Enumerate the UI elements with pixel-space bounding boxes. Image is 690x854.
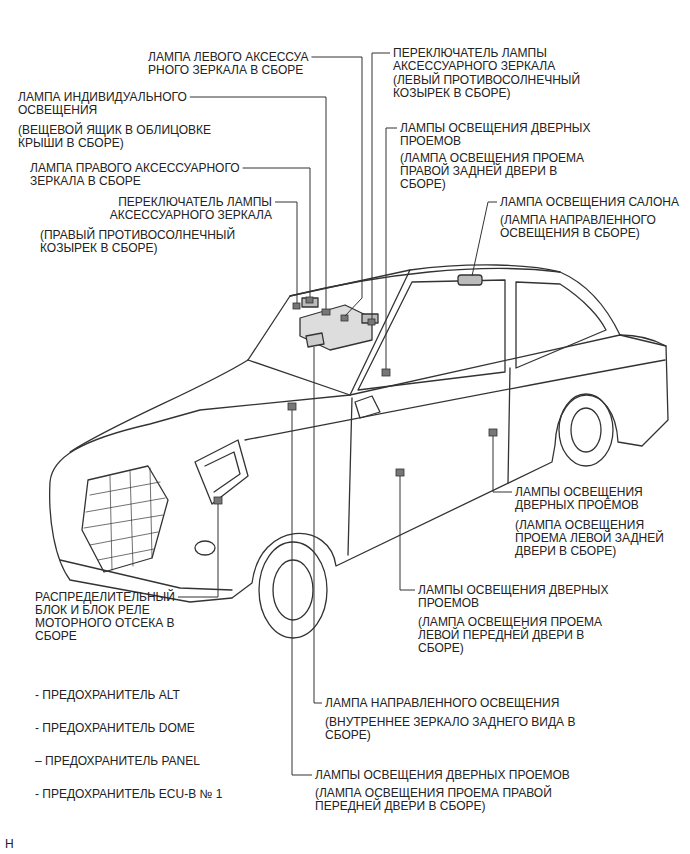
headlight-inner (205, 452, 240, 492)
label-box: ПЕРЕКЛЮЧАТЕЛЬ ЛАМПЫ АКСЕССУАРНОГО ЗЕРКАЛ… (40, 196, 272, 222)
character-line (245, 360, 665, 440)
part-label: (ВЕЩЕВОЙ ЯЩИК В ОБЛИЦОВКЕ КРЫШИ В СБОРЕ) (18, 124, 248, 150)
label-box: – ПРЕДОХРАНИТЕЛЬ PANEL (35, 755, 295, 768)
part-label: (ЛЕВЫЙ ПРОТИВОСОЛНЕЧНЫЙ КОЗЫРЕК В СБОРЕ) (393, 74, 608, 100)
leader-line (243, 168, 310, 297)
part-label: ПЕРЕКЛЮЧАТЕЛЬ ЛАМПЫ АКСЕССУАРНОГО ЗЕРКАЛ… (40, 196, 272, 222)
grille (82, 466, 168, 572)
part-label: ЛАМПА ЛЕВОГО АКСЕССУА РНОГО ЗЕРКАЛА В СБ… (148, 51, 348, 77)
label-box: (ЛАМПА НАПРАВЛЕННОГО ОСВЕЩЕНИЯ В СБОРЕ) (500, 214, 686, 240)
lamp-mark (396, 469, 404, 476)
label-box: ПЕРЕКЛЮЧАТЕЛЬ ЛАМПЫ АКСЕССУАРНОГО ЗЕРКАЛ… (393, 47, 593, 73)
label-box: ЛАМПА ИНДИВИДУАЛЬНОГО ОСВЕЩЕНИЯ (18, 91, 223, 117)
part-label: ЛАМПЫ ОСВЕЩЕНИЯ ДВЕРНЫХ ПРОЕМОВ (400, 122, 600, 148)
label-box: (ВЕЩЕВОЙ ЯЩИК В ОБЛИЦОВКЕ КРЫШИ В СБОРЕ) (18, 124, 248, 150)
part-label: ПЕРЕКЛЮЧАТЕЛЬ ЛАМПЫ АКСЕССУАРНОГО ЗЕРКАЛ… (393, 47, 593, 73)
lamp-mark (306, 297, 313, 303)
lamp-mark (322, 309, 330, 315)
part-label: РАСПРЕДЕЛИТЕЛЬНЫЙ БЛОК И БЛОК РЕЛЕ МОТОР… (35, 591, 205, 643)
label-box: (ЛАМПА ОСВЕЩЕНИЯ ПРОЕМА ЛЕВОЙ ПЕРЕДНЕЙ Д… (418, 616, 633, 655)
rear-wheel (559, 394, 613, 466)
leader-line (292, 410, 312, 775)
label-box: (ЛАМПА ОСВЕЩЕНИЯ ПРОЕМА ЛЕВОЙ ЗАДНЕЙ ДВЕ… (515, 519, 687, 558)
part-label: (ЛАМПА ОСВЕЩЕНИЯ ПРОЕМА ПРАВОЙ ПЕРЕДНЕЙ … (315, 787, 615, 813)
part-label: ЛАМПЫ ОСВЕЩЕНИЯ ДВЕРНЫХ ПРОЕМОВ (418, 584, 633, 610)
label-box: - ПРЕДОХРАНИТЕЛЬ ALT (35, 689, 295, 702)
grille-mesh (84, 468, 165, 570)
lamp-mark (293, 303, 300, 309)
leader-line (311, 57, 362, 316)
lamp-mark (489, 429, 497, 436)
leader-line (314, 347, 322, 703)
headlight (195, 440, 248, 504)
label-box: ЛАМПЫ ОСВЕЩЕНИЯ ДВЕРНЫХ ПРОЕМОВ (418, 584, 633, 610)
leader-line (400, 476, 415, 590)
side-mirror (355, 396, 380, 418)
car-body (50, 335, 668, 602)
label-box: ЛАМПА ЛЕВОГО АКСЕССУА РНОГО ЗЕРКАЛА В СБ… (148, 51, 348, 77)
leader-line (275, 202, 297, 303)
front-side-window (358, 280, 505, 390)
label-box: ЛАМПА ОСВЕЩЕНИЯ САЛОНА (500, 196, 686, 209)
part-label: ЛАМПЫ ОСВЕЩЕНИЯ ДВЕРНЫХ ПРОЁМОВ (515, 486, 687, 512)
label-box: (ЛАМПА ОСВЕЩЕНИЯ ПРОЕМА ПРАВОЙ ЗАДНЕЙ ДВ… (400, 152, 600, 191)
leader-line (493, 436, 512, 492)
part-label: ЛАМПЫ ОСВЕЩЕНИЯ ДВЕРНЫХ ПРОЕМОВ (315, 769, 615, 782)
cowl-line (248, 360, 350, 395)
label-box: ЛАМПЫ ОСВЕЩЕНИЯ ДВЕРНЫХ ПРОЕМОВ (315, 769, 615, 782)
rear-wheel-rim (571, 408, 601, 452)
part-label: ЛАМПА ОСВЕЩЕНИЯ САЛОНА (500, 196, 686, 209)
leader-line (178, 504, 218, 597)
label-box: (ВНУТРЕННЕЕ ЗЕРКАЛО ЗАДНЕГО ВИДА В СБОРЕ… (325, 716, 577, 742)
part-label: ЛАМПА ПРАВОГО АКСЕССУАРНОГО ЗЕРКАЛА В СБ… (30, 162, 280, 188)
door-lines (348, 368, 510, 555)
part-label: (ЛАМПА ОСВЕЩЕНИЯ ПРОЕМА ПРАВОЙ ЗАДНЕЙ ДВ… (400, 152, 600, 191)
lamp-mark (382, 369, 390, 376)
label-box: - ПРЕДОХРАНИТЕЛЬ ECU-B № 1 (35, 788, 295, 801)
label-box: (ЛАМПА ОСВЕЩЕНИЯ ПРОЕМА ПРАВОЙ ПЕРЕДНЕЙ … (315, 787, 615, 813)
leader-line (386, 128, 397, 369)
front-bumper (60, 560, 232, 590)
lamp-mark (341, 315, 348, 321)
leader-line (372, 53, 390, 319)
label-box: (ПРАВЫЙ ПРОТИВОСОЛНЕЧНЫЙ КОЗЫРЕК В СБОРЕ… (40, 229, 290, 255)
front-wheel-rim (273, 560, 313, 620)
part-label: - ПРЕДОХРАНИТЕЛЬ DOME (35, 722, 295, 735)
part-label: ЛАМПА НАПРАВЛЕННОГО ОСВЕЩЕНИЯ (325, 697, 577, 710)
part-label: (ЛАМПА ОСВЕЩЕНИЯ ПРОЕМА ЛЕВОЙ ЗАДНЕЙ ДВЕ… (515, 519, 687, 558)
dome-lamp (458, 275, 482, 285)
inner-mirror (306, 333, 324, 347)
part-label: - ПРЕДОХРАНИТЕЛЬ ALT (35, 689, 295, 702)
label-box: ЛАМПЫ ОСВЕЩЕНИЯ ДВЕРНЫХ ПРОЁМОВ (515, 486, 687, 512)
part-label: H (5, 838, 45, 851)
label-box: - ПРЕДОХРАНИТЕЛЬ DOME (35, 722, 295, 735)
part-label: (ЛАМПА НАПРАВЛЕННОГО ОСВЕЩЕНИЯ В СБОРЕ) (500, 214, 686, 240)
part-label: (ПРАВЫЙ ПРОТИВОСОЛНЕЧНЫЙ КОЗЫРЕК В СБОРЕ… (40, 229, 290, 255)
part-label: (ВНУТРЕННЕЕ ЗЕРКАЛО ЗАДНЕГО ВИДА В СБОРЕ… (325, 716, 577, 742)
lamp-mark (368, 319, 375, 325)
trunk-line (620, 335, 666, 346)
label-box: ЛАМПА ПРАВОГО АКСЕССУАРНОГО ЗЕРКАЛА В СБ… (30, 162, 280, 188)
label-box: (ЛЕВЫЙ ПРОТИВОСОЛНЕЧНЫЙ КОЗЫРЕК В СБОРЕ) (393, 74, 608, 100)
label-box: РАСПРЕДЕЛИТЕЛЬНЫЙ БЛОК И БЛОК РЕЛЕ МОТОР… (35, 591, 205, 643)
label-box: ЛАМПЫ ОСВЕЩЕНИЯ ДВЕРНЫХ ПРОЕМОВ (400, 122, 600, 148)
part-label: - ПРЕДОХРАНИТЕЛЬ ECU-B № 1 (35, 788, 295, 801)
sun-visor (302, 298, 318, 307)
part-label: (ЛАМПА ОСВЕЩЕНИЯ ПРОЕМА ЛЕВОЙ ПЕРЕДНЕЙ Д… (418, 616, 633, 655)
lamp-mark (214, 497, 222, 504)
part-label: ЛАМПА ИНДИВИДУАЛЬНОГО ОСВЕЩЕНИЯ (18, 91, 223, 117)
rear-side-window (516, 282, 606, 368)
hood-edge (70, 360, 248, 452)
roof-line (410, 265, 620, 335)
dashboard (300, 305, 372, 350)
part-label: – ПРЕДОХРАНИТЕЛЬ PANEL (35, 755, 295, 768)
fog-lamp (195, 541, 215, 555)
label-box: H (5, 838, 45, 851)
lamp-mark (288, 403, 296, 410)
leader-line (472, 202, 497, 276)
label-box: ЛАМПА НАПРАВЛЕННОГО ОСВЕЩЕНИЯ (325, 697, 577, 710)
front-wheel (259, 542, 327, 638)
